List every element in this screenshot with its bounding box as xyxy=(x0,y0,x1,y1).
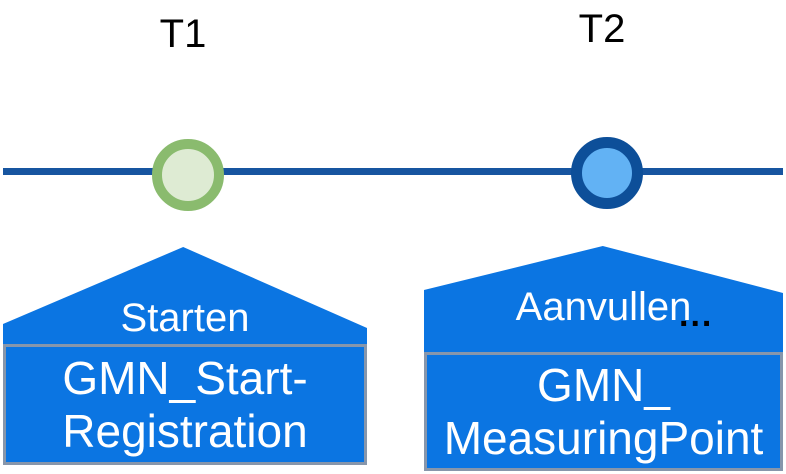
milestone-marker-t2 xyxy=(571,137,643,209)
event-roof-t2: Aanvullen ... xyxy=(424,246,783,352)
ellipsis-indicator: ... xyxy=(679,296,714,334)
timeline-axis xyxy=(3,168,783,175)
event-object-line2-t2: MeasuringPoint xyxy=(443,411,764,464)
milestone-marker-t1 xyxy=(152,139,224,211)
timepoint-label-t2: T2 xyxy=(578,7,626,51)
event-box-t2: GMN_ MeasuringPoint xyxy=(424,352,783,471)
event-object-line1-t2: GMN_ xyxy=(537,358,670,411)
timepoint-label-t1: T1 xyxy=(159,12,207,56)
event-action-label-t2: Aanvullen xyxy=(515,285,692,329)
event-action-label-t1: Starten xyxy=(120,296,250,340)
event-object-line2-t1: Registration xyxy=(62,404,308,457)
event-object-line1-t1: GMN_Start- xyxy=(62,351,308,404)
event-box-t1: GMN_Start- Registration xyxy=(3,344,367,465)
event-roof-t1: Starten xyxy=(3,247,367,347)
